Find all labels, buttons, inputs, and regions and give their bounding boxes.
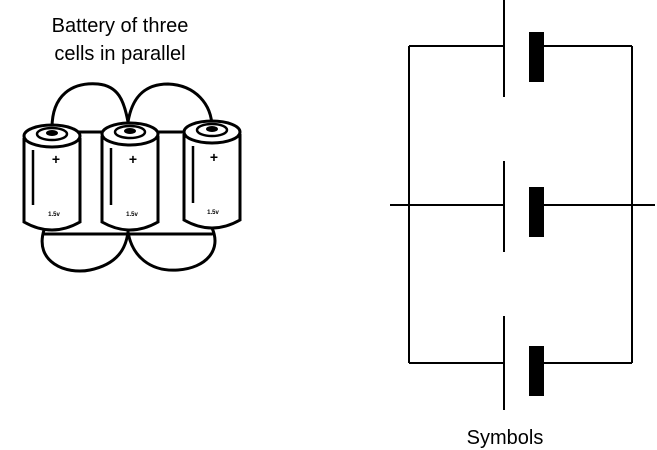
top-cell-short-plate	[529, 32, 544, 82]
cell-body	[22, 138, 82, 232]
cell-body	[100, 136, 160, 232]
cell-1: + 1.5v	[22, 123, 82, 232]
cell-terminal-ring	[113, 124, 147, 140]
cell-terminal-cap	[124, 128, 136, 134]
top-wire-arc-right	[126, 82, 214, 130]
cell-rating-label: 1.5v	[207, 210, 219, 216]
cell-3: + 1.5v	[182, 119, 242, 230]
cell-terminal-cap	[46, 130, 58, 136]
cell-plus-sign: +	[129, 151, 137, 167]
bottom-cell-short-plate	[529, 346, 544, 396]
parallel-cells-schematic	[390, 0, 655, 410]
cell-terminal-cap	[206, 126, 218, 132]
cell-terminal-ring	[35, 126, 69, 142]
cell-rating-label: 1.5v	[126, 212, 138, 218]
bottom-wire-arc-right	[126, 226, 217, 272]
cell-2: + 1.5v	[100, 121, 160, 232]
bottom-wire-arc-left	[40, 228, 130, 273]
illustration-title-line1: Battery of three	[52, 15, 189, 37]
schematic-caption: Symbols	[467, 427, 544, 449]
cell-body	[182, 134, 242, 230]
cell-terminal-ring	[195, 122, 229, 138]
middle-cell-short-plate	[529, 187, 544, 237]
cell-plus-sign: +	[52, 151, 60, 167]
illustration-title-line2: cells in parallel	[54, 43, 185, 65]
top-wire-arc-left	[50, 82, 130, 130]
cell-plus-sign: +	[210, 149, 218, 165]
cell-rating-label: 1.5v	[48, 212, 60, 218]
